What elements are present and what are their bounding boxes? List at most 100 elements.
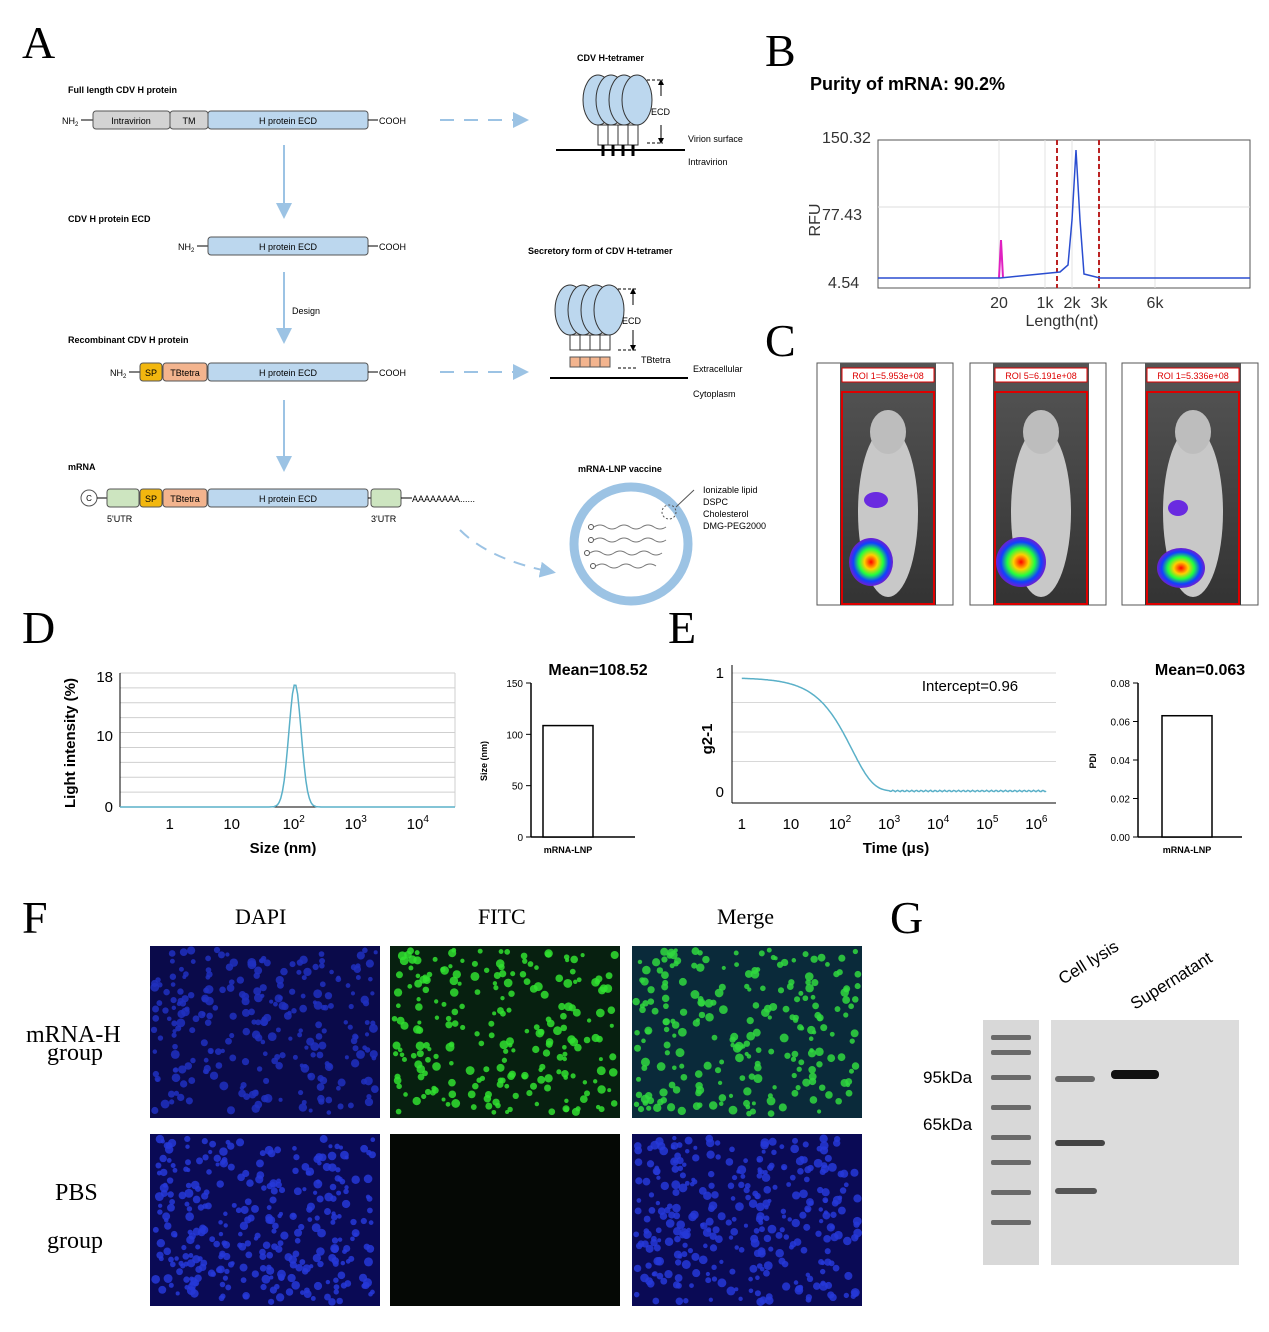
f-row2-line2: group xyxy=(47,1228,103,1254)
g-lysis-band xyxy=(1055,1076,1095,1082)
design-label: Design xyxy=(292,306,320,316)
panel-b-chart: Purity of mRNA: 90.2% 150.32 77.43 4.54 … xyxy=(807,74,1251,330)
tetramer-title: CDV H-tetramer xyxy=(577,53,645,63)
d-xtick: 10 xyxy=(223,816,240,833)
b-trace xyxy=(878,149,1250,279)
panel-g-blot: Cell lysis Supernatant 95kDa 65kDa xyxy=(923,940,1239,1265)
d-xlabel: Size (nm) xyxy=(250,840,317,857)
d-bar-ylabel: Size (nm) xyxy=(479,741,489,781)
e-xtick: 103 xyxy=(878,814,901,833)
cooh-label-1: COOH xyxy=(379,116,406,126)
e-intercept: Intercept=0.96 xyxy=(922,678,1018,695)
e-bar-ytick: 0.08 xyxy=(1111,679,1131,690)
c-roi-box xyxy=(994,391,1088,605)
f-row2-line1: PBS xyxy=(55,1180,98,1206)
e-ytick-1: 1 xyxy=(716,665,724,682)
e-bar-ytick: 0.04 xyxy=(1111,756,1131,767)
g-ladder-band xyxy=(991,1035,1031,1040)
d-bar-title: Mean=108.52 xyxy=(548,662,647,679)
g-ladder-band xyxy=(991,1220,1031,1225)
c-spleen-signal xyxy=(1168,500,1188,516)
g-ladder-band xyxy=(991,1050,1031,1055)
extracellular-label: Extracellular xyxy=(693,364,743,374)
panel-f-micrographs xyxy=(150,946,862,1306)
secretory-title: Secretory form of CDV H-tetramer xyxy=(528,246,673,256)
e-bar-ylabel: PDI xyxy=(1088,753,1098,768)
cap-label: C xyxy=(86,494,92,503)
tbtetra-segment-2 xyxy=(162,488,208,508)
ecd-label-2: H protein ECD xyxy=(259,242,318,252)
e-xtick: 105 xyxy=(976,814,999,833)
d-xtick: 102 xyxy=(283,814,306,833)
e-xlabel: Time (μs) xyxy=(863,840,929,857)
tbtetra-dimension-label: TBtetra xyxy=(641,355,671,365)
b-xlabel: Length(nt) xyxy=(1026,313,1099,330)
d-size-bar xyxy=(542,724,594,838)
d-bar-ytick: 50 xyxy=(512,782,524,793)
f-micrograph-tile xyxy=(150,1134,380,1306)
panel-label-d: D xyxy=(22,602,56,653)
panel-b-plot-frame xyxy=(877,139,1251,289)
e-bar-ytick: 0.02 xyxy=(1111,795,1131,806)
g-ladder-band xyxy=(991,1160,1031,1165)
cooh-label-2: COOH xyxy=(379,242,406,252)
polya-label: AAAAAAAA...... xyxy=(412,494,475,504)
cooh-label-3: COOH xyxy=(379,368,406,378)
g-supernatant-band xyxy=(1111,1070,1159,1079)
f-header-merge: Merge xyxy=(717,904,775,929)
full-length-title: Full length CDV H protein xyxy=(68,85,177,95)
c-imaging-card: ROI 1=5.953e+08 xyxy=(816,362,954,606)
d-bar-ytick: 150 xyxy=(506,679,523,690)
utr3-label: 3'UTR xyxy=(371,514,397,524)
panel-label-f: F xyxy=(22,892,48,943)
c-roi-label: ROI 1=5.953e+08 xyxy=(852,371,924,381)
c-roi-box xyxy=(1146,391,1240,605)
lnp-icon xyxy=(569,482,695,606)
mrna-title: mRNA xyxy=(68,462,96,472)
g-ladder-band xyxy=(991,1105,1031,1110)
g-marker-95: 95kDa xyxy=(923,1068,973,1087)
tm-label: TM xyxy=(183,116,196,126)
intravirion-side-label: Intravirion xyxy=(688,157,728,167)
e-ylabel: g2-1 xyxy=(699,724,716,755)
panel-label-e: E xyxy=(668,602,697,653)
e-xtick: 102 xyxy=(829,814,852,833)
lnp-component-4: DMG-PEG2000 xyxy=(703,521,766,531)
d-ytick-2: 10 xyxy=(96,728,113,745)
ecd-label-4: H protein ECD xyxy=(259,494,318,504)
g-ladder-band xyxy=(991,1075,1031,1080)
f-header-dapi: DAPI xyxy=(235,904,287,929)
sp-label-2: SP xyxy=(145,494,157,504)
lnp-title: mRNA-LNP vaccine xyxy=(578,464,662,474)
d-ytick-1: 18 xyxy=(96,669,113,686)
e-bar-category: mRNA-LNP xyxy=(1163,845,1212,855)
d-size-curve xyxy=(120,684,455,808)
b-ylabel: RFU xyxy=(807,204,824,237)
g-marker-65: 65kDa xyxy=(923,1115,973,1134)
b-xtick-5: 6k xyxy=(1147,295,1165,312)
nh2-label-3: NH2 xyxy=(110,368,127,380)
ecd-title: CDV H protein ECD xyxy=(68,214,151,224)
b-ytick-2: 77.43 xyxy=(822,207,862,224)
lnp-component-1: Ionizable lipid xyxy=(703,485,758,495)
lnp-component-3: Cholesterol xyxy=(703,509,749,519)
ecd-dimension-label-2: ECD xyxy=(622,316,642,326)
d-bar-category: mRNA-LNP xyxy=(544,845,593,855)
ecd-label-3: H protein ECD xyxy=(259,368,318,378)
ecd-label-1: H protein ECD xyxy=(259,116,318,126)
f-row1-line2: group xyxy=(47,1040,103,1066)
recombinant-title: Recombinant CDV H protein xyxy=(68,335,189,345)
d-bar-ytick: 0 xyxy=(517,833,523,844)
virion-surface-label: Virion surface xyxy=(688,134,743,144)
nh2-label-2: NH2 xyxy=(178,242,195,254)
e-xtick: 10 xyxy=(783,816,800,833)
d-xtick: 104 xyxy=(407,814,430,833)
d-bar-ytick: 100 xyxy=(506,730,523,741)
c-luminescence-signal xyxy=(996,537,1046,587)
sp-segment-2 xyxy=(139,488,163,508)
panel-a-diagram: Full length CDV H protein NH2 Intravirio… xyxy=(62,53,766,606)
d-xtick: 103 xyxy=(345,814,368,833)
panel-label-g: G xyxy=(890,892,924,943)
